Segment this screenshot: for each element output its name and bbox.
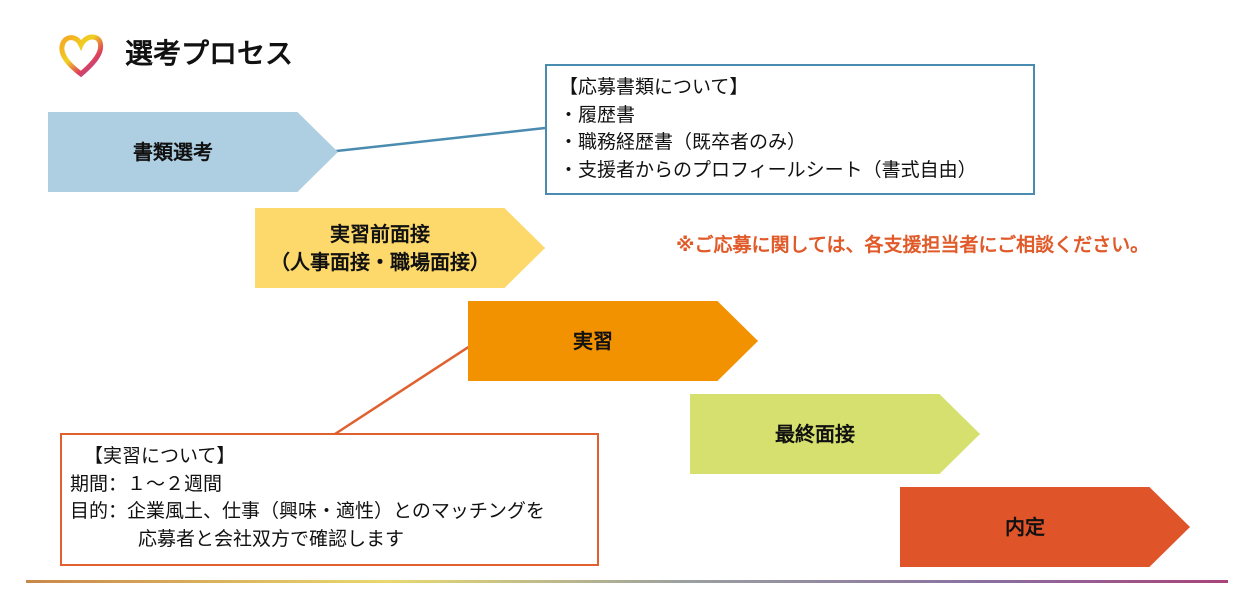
purpose-label: 目的：	[70, 500, 128, 523]
contact-note: ※ご応募に関しては、各支援担当者にご相談ください。	[676, 234, 1150, 256]
step-internship: 実習	[468, 301, 758, 381]
heart-logo-icon	[59, 34, 104, 78]
period-label: 期間：	[70, 472, 128, 495]
footer-rule	[26, 580, 1228, 583]
document-item: ・履歴書	[559, 103, 636, 126]
period-value: １～２週間	[127, 472, 223, 495]
step-offer: 内定	[900, 487, 1190, 567]
purpose-value-cont: 応募者と会社双方で確認します	[138, 527, 405, 550]
purpose-value: 企業風土、仕事（興味・適性）とのマッチングを	[127, 500, 545, 523]
step-pre-internship-interview: 実習前面接 （人事面接・職場面接）	[255, 208, 545, 288]
step-label: 最終面接	[775, 422, 855, 446]
step-label: 実習	[573, 329, 613, 353]
internship-box: 【実習について】 期間：１～２週間 目的：企業風土、仕事（興味・適性）とのマッチ…	[60, 433, 599, 566]
step-label: 書類選考	[133, 140, 213, 164]
documents-connector	[299, 126, 546, 157]
internship-heading: 【実習について】	[84, 445, 236, 467]
page-title: 選考プロセス	[125, 37, 294, 70]
document-item: ・支援者からのプロフィールシート（書式自由）	[559, 158, 977, 181]
step-final-interview: 最終面接	[690, 394, 980, 474]
step-label: 内定	[1005, 515, 1045, 539]
step-label: 実習前面接	[330, 222, 430, 246]
document-item: ・職務経歴書（既卒者のみ）	[559, 131, 807, 154]
documents-box: 【応募書類について】 ・履歴書 ・職務経歴書（既卒者のみ） ・支援者からのプロフ…	[545, 64, 1035, 195]
documents-heading: 【応募書類について】	[559, 76, 749, 98]
step-document-screening: 書類選考	[48, 112, 338, 192]
step-sublabel: （人事面接・職場面接）	[270, 250, 490, 274]
